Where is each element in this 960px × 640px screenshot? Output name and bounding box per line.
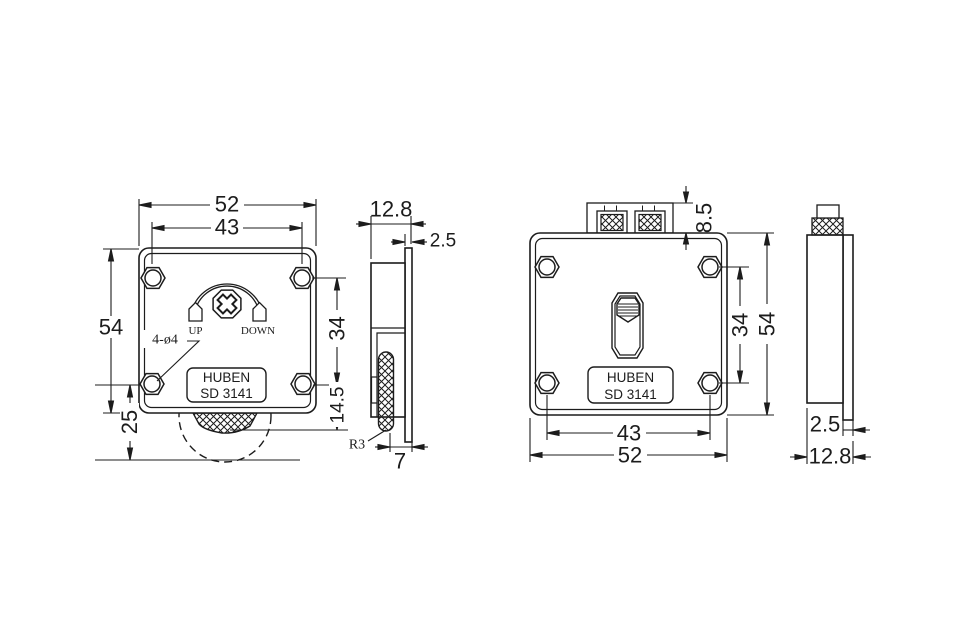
- dim-rear-side-plate-thickness: 2.5: [810, 412, 870, 437]
- slider-slot-inner: [614, 295, 641, 356]
- front-view: HUBEN SD 3141 UP DOWN: [138, 247, 317, 463]
- dim-rear-width: 52: [529, 418, 728, 468]
- svg-text:43: 43: [215, 215, 239, 240]
- mount-hole-top-right: [289, 266, 315, 290]
- dim-side-depth: 12.8: [356, 197, 426, 259]
- svg-text:R3: R3: [349, 438, 365, 453]
- rear-side-knob: [816, 204, 840, 219]
- mount-hole-top-left: [140, 266, 166, 290]
- side-mount-plate: [404, 247, 413, 443]
- rear-body-inner-outline: [534, 237, 723, 411]
- svg-text:52: 52: [215, 192, 239, 217]
- svg-text:12.8: 12.8: [809, 444, 852, 469]
- mount-hole-rear-top-left: [534, 255, 560, 279]
- down-pointer: [252, 301, 267, 322]
- terminal-block-left-contact: [600, 213, 624, 232]
- rear-side-view: [806, 204, 854, 421]
- brand-plate-front: [186, 367, 267, 403]
- mount-hole-bottom-left: [139, 372, 165, 396]
- dim-rear-side-depth: 12.8: [790, 408, 871, 469]
- callout-roller-radius: R3: [349, 429, 387, 453]
- side-clip: [370, 376, 378, 404]
- dim-front-width: 52: [138, 192, 317, 246]
- svg-text:4-ø4: 4-ø4: [152, 333, 178, 348]
- rear-view: HUBEN SD 3141: [529, 202, 728, 416]
- dim-front-hole-span-y: 34: [312, 277, 350, 386]
- svg-text:14.5: 14.5: [328, 387, 349, 424]
- mount-hole-bottom-right: [290, 372, 316, 396]
- terminal-block-right-contact: [638, 213, 662, 232]
- rear-side-dimensions: 2.5 12.8: [790, 408, 871, 469]
- dim-rear-hole-span-x: 43: [546, 395, 711, 446]
- dim-rear-height: 54: [727, 232, 780, 416]
- rear-side-plate: [842, 234, 854, 421]
- mount-hole-rear-top-right: [697, 255, 723, 279]
- roller-hatched-front: [191, 412, 259, 434]
- slider-knob-ridges: [618, 303, 638, 317]
- up-label: UP: [188, 325, 202, 337]
- front-dimensions: 52 43 54 25: [95, 192, 350, 461]
- dim-rear-hole-span-y: 34: [719, 266, 753, 384]
- cam-arc-outer: [190, 283, 264, 313]
- svg-text:34: 34: [325, 316, 350, 340]
- side-dimensions: 12.8 2.5 7 R3: [349, 197, 456, 474]
- model-number-front: SD 3141: [200, 386, 253, 401]
- side-view: [370, 247, 413, 443]
- side-roller: [377, 351, 395, 432]
- rear-side-body: [806, 234, 844, 404]
- svg-text:7: 7: [394, 449, 406, 474]
- brand-name-front: HUBEN: [203, 370, 250, 385]
- dim-side-roller-width: 7: [375, 433, 428, 474]
- brand-plate-rear: [587, 366, 674, 404]
- svg-text:52: 52: [618, 443, 642, 468]
- svg-text:54: 54: [99, 315, 123, 340]
- brand-name-rear: HUBEN: [607, 370, 654, 385]
- mount-hole-rear-bottom-right: [697, 371, 723, 395]
- svg-text:2.5: 2.5: [810, 412, 841, 437]
- dim-front-roller-height: 14.5: [230, 382, 349, 431]
- svg-text:25: 25: [117, 410, 142, 434]
- phillips-cross-icon: [216, 293, 238, 315]
- svg-text:54: 54: [755, 312, 780, 336]
- svg-text:12.8: 12.8: [370, 197, 413, 222]
- model-number-rear: SD 3141: [604, 387, 657, 402]
- dim-front-latch-drop: 25: [95, 384, 300, 461]
- svg-text:43: 43: [617, 421, 641, 446]
- up-pointer: [188, 301, 203, 322]
- front-body-outline: [138, 247, 317, 414]
- cam-arc-inner: [194, 285, 260, 312]
- dim-rear-terminal-height: 8.5: [673, 186, 717, 250]
- svg-text:8.5: 8.5: [692, 203, 717, 234]
- mount-hole-rear-bottom-left: [534, 371, 560, 395]
- svg-text:34: 34: [728, 313, 753, 337]
- rear-side-terminal-hatched: [811, 217, 844, 236]
- dim-front-hole-span-x: 43: [151, 215, 303, 264]
- down-label: DOWN: [241, 325, 275, 337]
- rear-dimensions: 8.5 34 54 4: [529, 186, 780, 468]
- svg-text:2.5: 2.5: [430, 231, 456, 252]
- roller-dashed-circle: [178, 413, 272, 463]
- callout-mount-holes: 4-ø4: [143, 330, 201, 382]
- dim-front-height: 54: [95, 248, 139, 414]
- dim-side-plate-thickness: 2.5: [391, 231, 456, 252]
